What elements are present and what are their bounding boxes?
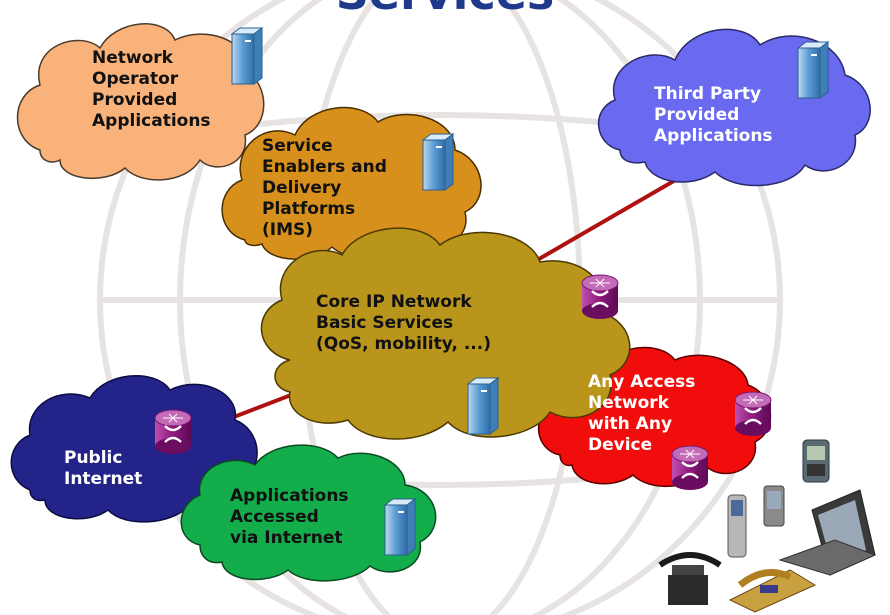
cloud-apps-internet: [180, 444, 437, 582]
server-icon: [231, 27, 263, 85]
server-icon: [797, 41, 829, 99]
cloud-enablers-label: Service Enablers and Delivery Platforms …: [262, 136, 387, 240]
router-icon: [153, 408, 193, 456]
router-icon: [580, 273, 620, 321]
cloud-apps-internet-label: Applications Accessed via Internet: [230, 486, 349, 548]
cloud-core-label: Core IP Network Basic Services (QoS, mob…: [316, 292, 491, 354]
mobile-phone-icon: [763, 485, 785, 527]
cloud-public-internet-label: Public Internet: [64, 448, 143, 489]
cloud-public-internet-shape: [10, 374, 258, 523]
cloud-third-party-label: Third Party Provided Applications: [654, 84, 773, 146]
page-title: Services: [0, 0, 890, 20]
router-icon: [733, 390, 773, 438]
cloud-apps-internet-shape: [180, 444, 437, 582]
laptop-icon: [778, 489, 877, 576]
server-icon: [467, 377, 499, 435]
cloud-core: [260, 227, 631, 440]
mobile-phone-icon: [727, 494, 747, 558]
server-icon: [384, 498, 416, 556]
telephone-icon: [728, 569, 817, 613]
cloud-public-internet: [10, 374, 258, 523]
cloud-core-shape: [260, 227, 631, 440]
telephone-icon: [658, 552, 722, 605]
mobile-phone-icon: [802, 439, 830, 483]
server-icon: [422, 133, 454, 191]
cloud-access-network-label: Any Access Network with Any Device: [588, 372, 696, 455]
cloud-operator-label: Network Operator Provided Applications: [92, 48, 211, 131]
